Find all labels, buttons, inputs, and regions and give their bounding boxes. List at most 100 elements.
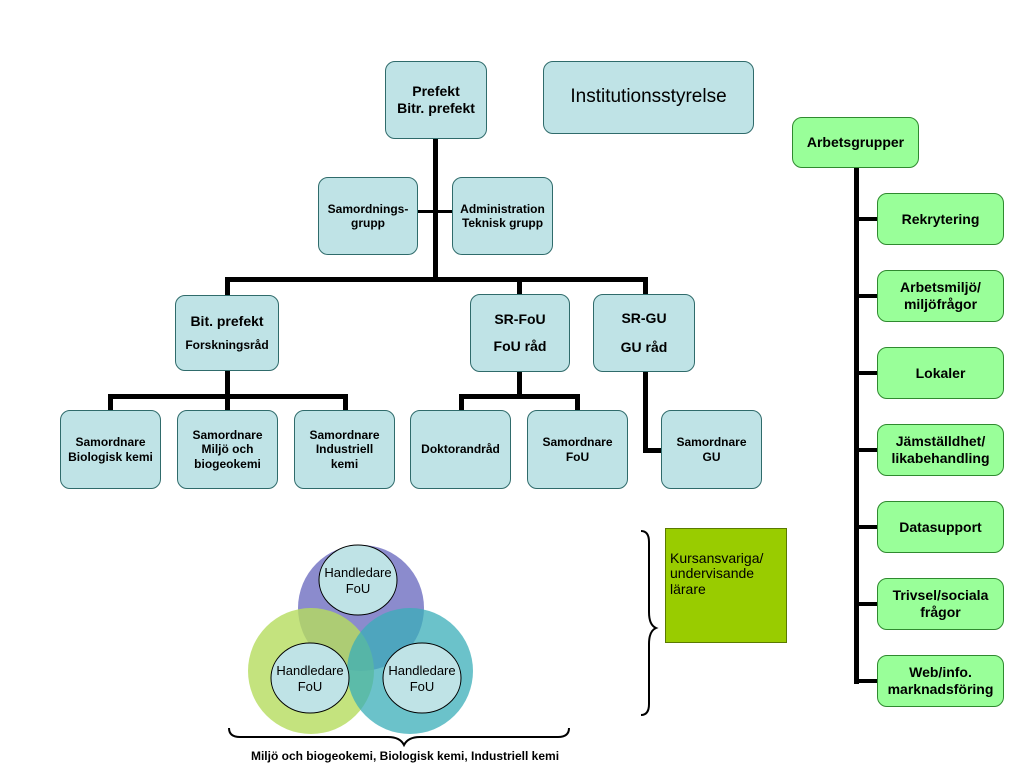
- connector-line: [854, 602, 879, 606]
- connector-line: [854, 167, 859, 684]
- connector-line: [517, 372, 522, 398]
- sr-fou-label: SR-FoU: [494, 311, 546, 328]
- bit-prefekt-box: Bit. prefekt Forskningsråd: [175, 295, 279, 371]
- handledare-right-label-1: Handledare: [388, 663, 455, 678]
- sr-gu-box: SR-GU GU råd: [593, 294, 695, 372]
- kursansvariga-label-3: lärare: [670, 580, 706, 597]
- venn-caption: Miljö och biogeokemi, Biologisk kemi, In…: [251, 749, 559, 763]
- samordnare-label: Samordnare: [192, 427, 263, 442]
- venn-circle-left: [248, 608, 374, 734]
- kursansvariga-box: Kursansvariga/ undervisande lärare: [665, 528, 787, 643]
- connector-line: [459, 394, 580, 399]
- prefekt-label: Prefekt: [412, 83, 460, 100]
- handledare-top-node: [318, 544, 398, 616]
- samordnare-gu-box: Samordnare GU: [661, 410, 762, 489]
- bottom-brace: [228, 727, 570, 748]
- gu-rad-label: GU råd: [620, 339, 668, 355]
- arbetsgrupp-item: Trivsel/sociala frågor: [877, 578, 1004, 630]
- connector-line: [854, 294, 879, 298]
- sr-gu-label: SR-GU: [621, 310, 667, 327]
- kursansvariga-label-2: undervisande: [670, 565, 755, 582]
- arbetsmiljo-label-1: Arbetsmiljö/: [900, 279, 981, 296]
- lokaler-label: Lokaler: [915, 364, 966, 381]
- connector-line: [517, 277, 522, 297]
- handledare-right-label-2: FoU: [410, 679, 435, 694]
- bitr-prefekt-label: Bitr. prefekt: [397, 100, 475, 116]
- arbetsgrupper-box: Arbetsgrupper: [792, 117, 919, 168]
- kursansvariga-label-1: Kursansvariga/: [670, 550, 764, 566]
- connector-line: [108, 394, 113, 412]
- administration-label-2: Teknisk grupp: [461, 216, 544, 230]
- bit-prefekt-label: Bit. prefekt: [190, 313, 264, 330]
- arbetsgrupp-item: Rekrytering: [877, 193, 1004, 245]
- jamstalldhet-label-2: likabehandling: [891, 450, 990, 466]
- connector-line: [854, 679, 879, 683]
- web-info-label-2: marknadsföring: [887, 681, 994, 697]
- kemi-label: kemi: [330, 456, 359, 471]
- forskningsrad-label: Forskningsråd: [185, 338, 269, 353]
- datasupport-label: Datasupport: [899, 518, 982, 535]
- trivsel-label-2: frågor: [920, 604, 961, 620]
- rekrytering-label: Rekrytering: [901, 210, 980, 227]
- samordningsgrupp-label-1: Samordnings-: [327, 201, 409, 216]
- arbetsgrupp-item: Arbetsmiljö/ miljöfrågor: [877, 270, 1004, 322]
- jamstalldhet-label-1: Jämställdhet/: [895, 433, 986, 450]
- connector-line: [854, 525, 879, 529]
- administration-label-1: Administration: [460, 201, 545, 216]
- venn-circle-right: [347, 608, 473, 734]
- web-info-label-1: Web/info.: [909, 664, 972, 681]
- venn-circle-top: [298, 545, 424, 671]
- right-brace: [640, 530, 659, 716]
- connector-line: [854, 217, 879, 221]
- arbetsgrupp-item: Jämställdhet/ likabehandling: [877, 424, 1004, 476]
- handledare-top-label-1: Handledare: [324, 565, 391, 580]
- miljo-och-label: Miljö och: [201, 442, 254, 457]
- connector-line: [459, 394, 464, 412]
- samordnare-label: Samordnare: [309, 427, 380, 442]
- fou-rad-label: FoU råd: [493, 338, 547, 354]
- gu-label: GU: [702, 449, 721, 464]
- handledare-left-label-2: FoU: [298, 679, 323, 694]
- doktorandrad-box: Doktorandråd: [410, 410, 511, 489]
- handledare-left-label-1: Handledare: [276, 663, 343, 678]
- handledare-right-node: [382, 642, 462, 714]
- industriell-label: Industriell: [315, 442, 374, 457]
- arbetsgrupper-label: Arbetsgrupper: [806, 134, 905, 151]
- arbetsgrupp-item: Lokaler: [877, 347, 1004, 399]
- handledare-left-node: [270, 642, 350, 714]
- connector-line: [854, 448, 879, 452]
- samordnare-label: Samordnare: [75, 435, 146, 450]
- samordnare-label: Samordnare: [542, 435, 613, 450]
- handledare-top-label-2: FoU: [346, 581, 371, 596]
- samordnare-industriell-kemi-box: Samordnare Industriell kemi: [294, 410, 395, 489]
- connector-line: [416, 210, 454, 213]
- administration-box: Administration Teknisk grupp: [452, 177, 553, 255]
- connector-line: [854, 371, 879, 375]
- connector-line: [225, 277, 648, 282]
- fou-label: FoU: [565, 449, 590, 464]
- sr-fou-box: SR-FoU FoU råd: [470, 294, 570, 372]
- connector-line: [225, 394, 230, 412]
- arbetsgrupp-item: Datasupport: [877, 501, 1004, 553]
- biologisk-kemi-label: Biologisk kemi: [68, 449, 153, 464]
- connector-line: [343, 394, 348, 412]
- prefekt-box: Prefekt Bitr. prefekt: [385, 61, 487, 139]
- connector-line: [225, 370, 230, 398]
- connector-line: [643, 448, 663, 453]
- doktorandrad-label: Doktorandråd: [421, 442, 500, 457]
- trivsel-label-1: Trivsel/sociala: [892, 587, 989, 604]
- samordnare-label: Samordnare: [676, 435, 747, 450]
- arbetsgrupp-item: Web/info. marknadsföring: [877, 655, 1004, 707]
- arbetsmiljo-label-2: miljöfrågor: [903, 296, 978, 312]
- samordnare-biologisk-kemi-box: Samordnare Biologisk kemi: [60, 410, 161, 489]
- institutionsstyrelse-label: Institutionsstyrelse: [570, 86, 727, 108]
- connector-line: [433, 138, 438, 280]
- samordnare-miljo-box: Samordnare Miljö och biogeokemi: [177, 410, 278, 489]
- connector-line: [643, 372, 648, 452]
- samordnare-fou-box: Samordnare FoU: [527, 410, 628, 489]
- connector-line: [575, 394, 580, 412]
- connector-line: [643, 277, 648, 297]
- biogeokemi-label: biogeokemi: [194, 456, 261, 471]
- samordningsgrupp-box: Samordnings- grupp: [318, 177, 418, 255]
